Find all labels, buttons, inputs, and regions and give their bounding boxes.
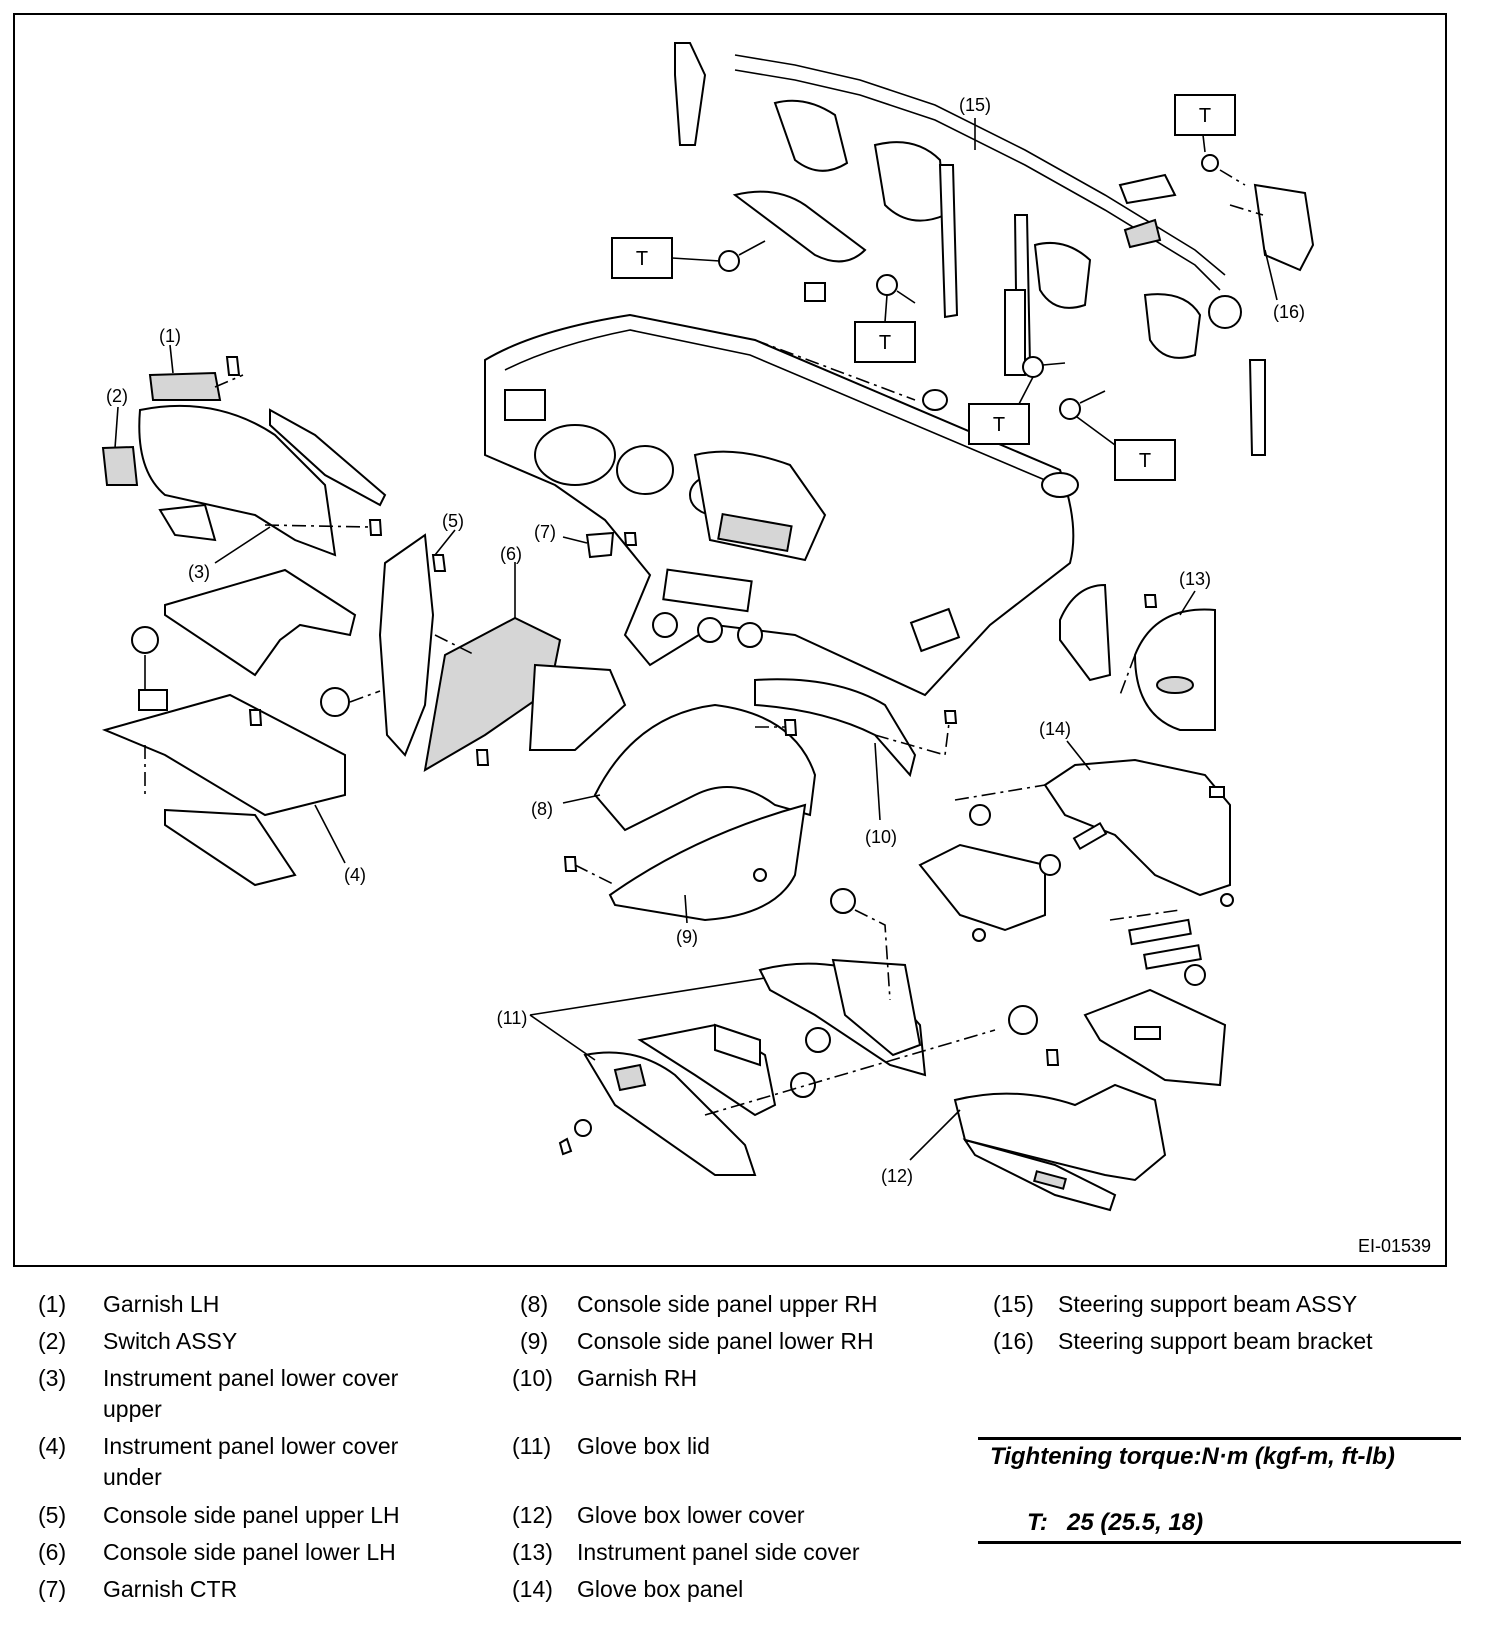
legend-number: (2) <box>38 1328 67 1354</box>
torque-marker-text: T <box>1199 105 1211 127</box>
torque-rule-top <box>978 1437 1461 1440</box>
legend-number: (9) <box>520 1328 549 1354</box>
console-side-panel-lower-rh <box>563 803 807 922</box>
callout-3: (3) <box>188 562 210 582</box>
lower-cover-pad <box>164 568 357 677</box>
garnish-ctr <box>585 531 638 559</box>
torque-box-4: T <box>968 376 1034 445</box>
instrument-panel-body <box>484 313 1079 697</box>
callout-7: (7) <box>534 522 556 542</box>
instrument-panel-lower-cover-under <box>101 626 346 887</box>
instrument-panel-side-cover <box>1059 583 1216 731</box>
legend-number: (10) <box>512 1365 553 1391</box>
legend-label: Steering support beam bracket <box>1058 1328 1373 1354</box>
callout-11: (11) <box>497 1008 528 1028</box>
legend-label: Glove box lower cover <box>577 1502 805 1528</box>
legend-label: Glove box panel <box>577 1576 744 1602</box>
torque-box-1: T <box>1174 94 1236 153</box>
legend-label: Garnish CTR <box>103 1576 238 1602</box>
legend-number: (1) <box>38 1291 67 1317</box>
legend-label: Console side panel lower LH <box>103 1539 396 1565</box>
callout-14: (14) <box>1039 719 1071 739</box>
callout-8: (8) <box>531 799 553 819</box>
callout-12: (12) <box>881 1166 913 1186</box>
legend-label: Garnish LH <box>103 1291 220 1317</box>
callout-15: (15) <box>959 95 991 115</box>
torque-marker-text: T <box>636 248 648 270</box>
legend-label: Console side panel upper RH <box>577 1291 878 1317</box>
console-side-panel-upper-lh <box>320 533 447 757</box>
legend-number: (15) <box>993 1291 1034 1317</box>
legend-number: (11) <box>512 1433 552 1459</box>
legend-label: Instrument panel lower cover upper <box>103 1365 399 1422</box>
legend-number: (5) <box>38 1502 67 1528</box>
garnish-rh <box>754 678 958 778</box>
glove-box-lid <box>558 888 1038 1176</box>
glove-box-panel <box>918 758 1234 986</box>
torque-rule-bottom <box>978 1541 1461 1544</box>
console-side-panel-upper-rh <box>593 703 817 832</box>
garnish-lh <box>148 356 244 401</box>
torque-marker-text: T <box>1139 450 1151 472</box>
torque-value: 25 (25.5, 18) <box>1067 1509 1204 1536</box>
torque-symbol: T: <box>1027 1509 1048 1536</box>
switch-assy <box>101 445 139 486</box>
legend-number: (3) <box>38 1365 67 1391</box>
callout-5: (5) <box>442 511 464 531</box>
exploded-diagram: T T T T T <box>13 13 1447 1267</box>
callout-1: (1) <box>159 326 181 346</box>
legend-number: (8) <box>520 1291 549 1317</box>
legend-number: (12) <box>512 1502 553 1528</box>
legend-number: (13) <box>512 1539 553 1565</box>
callout-9: (9) <box>676 927 698 947</box>
legend-number: (16) <box>993 1328 1034 1354</box>
callout-4: (4) <box>344 865 366 885</box>
legend-label: Switch ASSY <box>103 1328 238 1354</box>
callout-16: (16) <box>1273 302 1305 322</box>
torque-title: Tightening torque:N·m (kgf-m, ft-lb) <box>990 1443 1395 1470</box>
glove-box-lower-cover <box>953 988 1227 1212</box>
legend-label: Garnish RH <box>577 1365 698 1391</box>
callout-10: (10) <box>865 827 897 847</box>
callout-leaders <box>114 118 1278 1161</box>
torque-marker-text: T <box>993 414 1005 436</box>
legend-label: Instrument panel side cover <box>577 1539 860 1565</box>
callout-labels: (15) (16) (1) (2) (3) (4) (5) (6) (7) (8… <box>106 95 1305 1186</box>
diagram-drawing: T T T T T <box>101 42 1315 1212</box>
legend-label: Instrument panel lower cover under <box>103 1433 399 1490</box>
steering-support-beam <box>674 42 1266 456</box>
callout-6: (6) <box>500 544 522 564</box>
legend-number: (4) <box>38 1433 67 1459</box>
legend-label: Console side panel upper LH <box>103 1502 400 1528</box>
instrument-panel-lower-cover-upper <box>138 404 387 557</box>
legend-number: (7) <box>38 1576 67 1602</box>
torque-box-2: T <box>611 237 721 279</box>
steering-support-beam-bracket <box>1201 154 1315 272</box>
legend-label: Steering support beam ASSY <box>1058 1291 1358 1317</box>
console-side-panel-lower-lh <box>423 616 627 772</box>
drawing-id: EI-01539 <box>1357 1236 1431 1256</box>
legend-number: (6) <box>38 1539 67 1565</box>
torque-box-3: T <box>854 294 916 363</box>
torque-marker-text: T <box>879 332 891 354</box>
legend-number: (14) <box>512 1576 553 1602</box>
legend-label: Glove box lid <box>577 1433 710 1459</box>
callout-2: (2) <box>106 386 128 406</box>
legend-label: Console side panel lower RH <box>577 1328 874 1354</box>
torque-box-5: T <box>1076 416 1176 481</box>
callout-13: (13) <box>1179 569 1211 589</box>
